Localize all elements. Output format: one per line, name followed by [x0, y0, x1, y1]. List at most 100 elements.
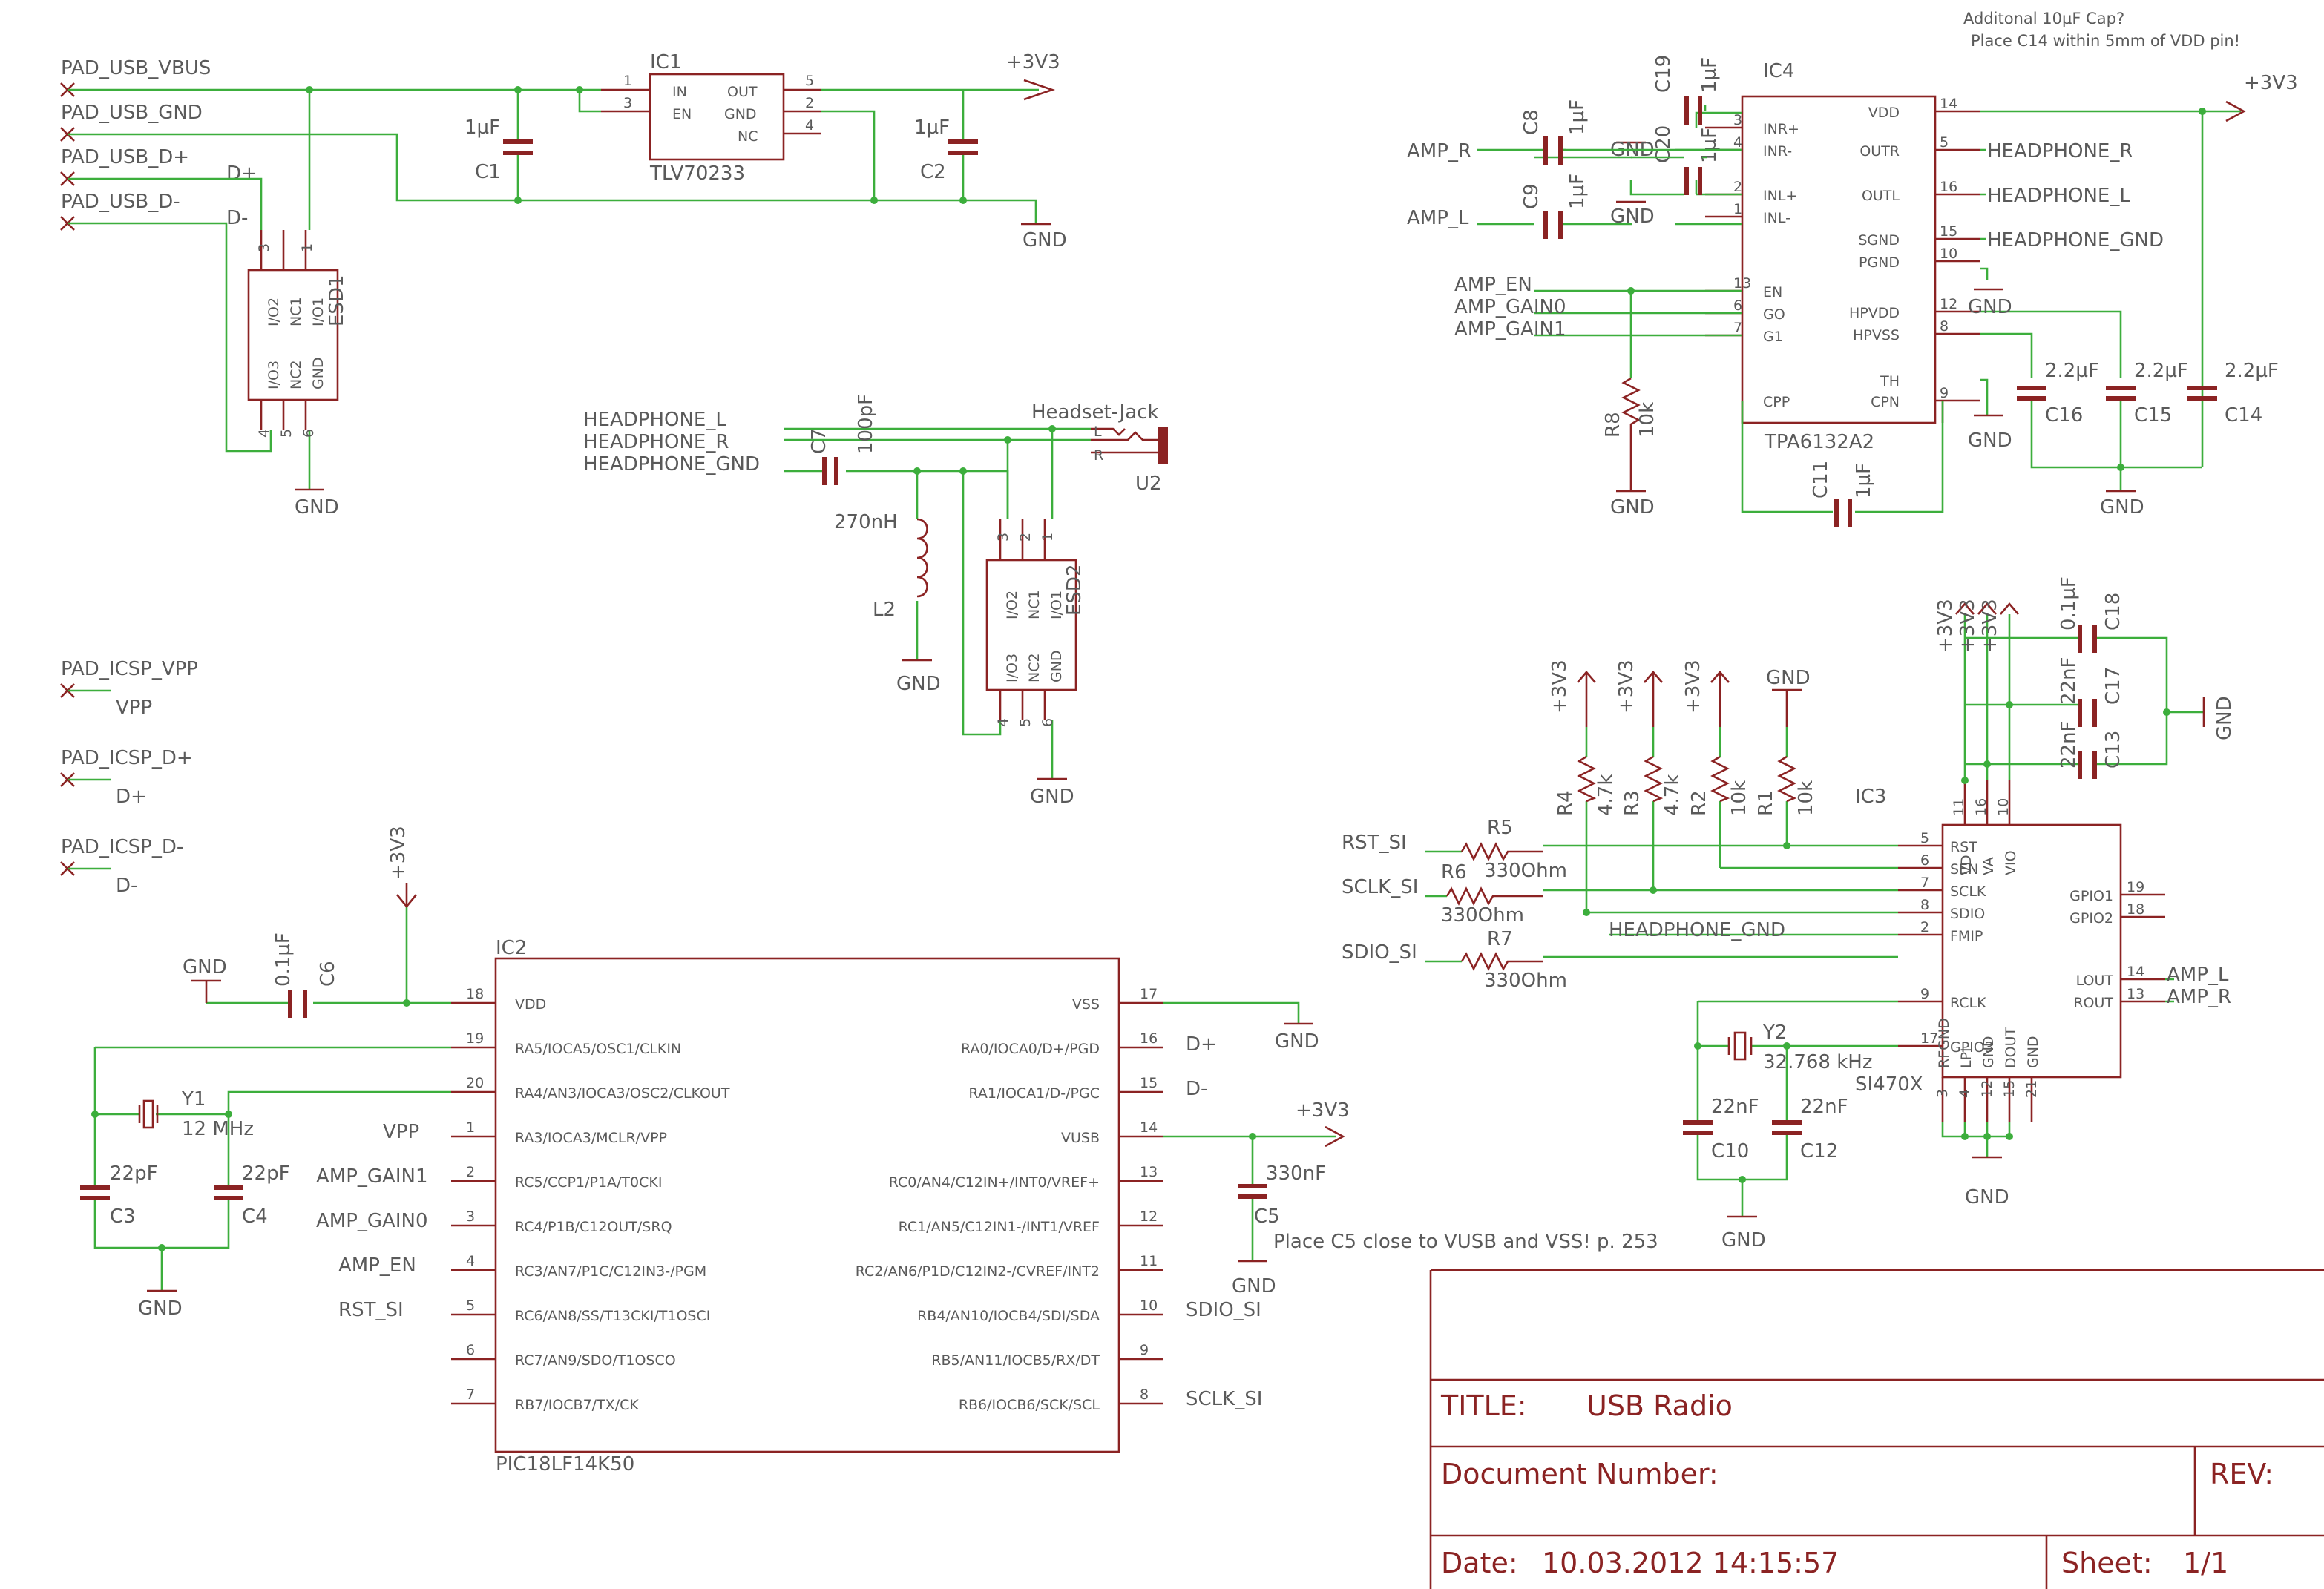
ic3-pin-label: GPIO1	[2069, 888, 2113, 904]
svg-text:1: 1	[299, 243, 315, 252]
ic3-pin-label: GPIO3	[1950, 1039, 1994, 1056]
ic4-pin-label: EN	[1763, 284, 1782, 300]
ic2-pin-num: 12	[1140, 1208, 1158, 1225]
title-value: USB Radio	[1586, 1389, 1733, 1422]
label: +3V3	[1296, 1099, 1350, 1122]
label: GND	[1048, 650, 1065, 682]
label: GND	[1968, 430, 2012, 452]
label: 1µF	[1853, 463, 1875, 499]
amplifier-ic4: IC4 TPA6132A2 3INR+4INR-2INL+1INL-13EN6G…	[1407, 10, 2298, 527]
label: C5	[1254, 1205, 1280, 1228]
label: 12 MHz	[182, 1118, 254, 1140]
label: C14	[2225, 404, 2262, 427]
label: +3V3	[1006, 51, 1060, 73]
ic2-pin-label: RC6/AN8/SS/T13CKI/T1OSCI	[515, 1308, 710, 1324]
sheet-value: 1/1	[2183, 1547, 2228, 1579]
label: 1µF	[465, 116, 500, 139]
label: 330nF	[1266, 1162, 1326, 1185]
ic4-pin-label: CPP	[1763, 394, 1790, 410]
ic2-pin-num: 1	[466, 1119, 475, 1136]
label: GND	[2213, 696, 2236, 740]
svg-text:14: 14	[2127, 964, 2144, 980]
label: D+	[116, 786, 147, 808]
ic2-pin-label: RB5/AN11/IOCB5/RX/DT	[931, 1352, 1100, 1369]
label: EN	[672, 106, 692, 122]
label: R2	[1688, 790, 1710, 816]
svg-text:8: 8	[1940, 318, 1949, 335]
ic3-name: IC3	[1855, 786, 1886, 808]
ic3-pin-label: VIO	[2003, 850, 2019, 875]
ic2-pin-label: RA3/IOCA3/MCLR/VPP	[515, 1130, 667, 1146]
label: C12	[1800, 1140, 1838, 1162]
ic3-pin-label: RST	[1950, 839, 1977, 855]
usb-pads: PAD_USB_VBUS PAD_USB_GND PAD_USB_D+ PAD_…	[60, 57, 1037, 490]
ic3-pin-label: GND	[2025, 1036, 2041, 1068]
u2-name: U2	[1135, 473, 1162, 495]
ic3-pin-label: GPIO2	[2069, 910, 2113, 927]
label: C13	[2102, 731, 2124, 769]
svg-text:1: 1	[1733, 201, 1742, 217]
ic2-pin-label: RC1/AN5/C12IN1-/INT1/VREF	[899, 1219, 1100, 1235]
label: 4.7k	[1661, 774, 1684, 816]
ic2-pin-num: 13	[1140, 1164, 1158, 1180]
ic3-pin-label: GND	[1980, 1036, 1997, 1068]
label: R5	[1487, 817, 1513, 839]
label: I/O2	[266, 297, 282, 326]
svg-text:1: 1	[1040, 533, 1056, 542]
label: C6	[317, 961, 339, 987]
svg-text:4: 4	[1733, 134, 1742, 151]
ic4-pin-label: VDD	[1868, 105, 1900, 121]
label: RST_SI	[338, 1299, 404, 1321]
ic2-pin-label: VUSB	[1061, 1130, 1100, 1146]
label: C16	[2045, 404, 2083, 427]
ic4-pin-label: GO	[1763, 306, 1785, 323]
ic2-pin-label: RC5/CCP1/P1A/T0CKI	[515, 1174, 662, 1191]
label: NC1	[1026, 590, 1043, 619]
label: GND	[1610, 496, 1655, 519]
svg-text:3: 3	[995, 533, 1011, 542]
ic2-pin-label: VSS	[1072, 996, 1100, 1013]
capacitor-c1: 1µF C1	[465, 116, 533, 183]
label: GND	[183, 956, 227, 978]
label: VPP	[383, 1121, 419, 1143]
label: GND	[310, 357, 326, 389]
label: 22nF	[2058, 720, 2080, 769]
pad-usb-vbus: PAD_USB_VBUS	[61, 57, 211, 79]
svg-text:17: 17	[1920, 1030, 1938, 1047]
label: VPP	[116, 697, 152, 719]
svg-text:14: 14	[1940, 96, 1957, 112]
label: R	[1094, 447, 1103, 464]
label: SDIO_SI	[1342, 941, 1417, 964]
label: C7	[808, 428, 830, 454]
headset-jack-section: HEADPHONE_L HEADPHONE_R HEADPHONE_GND C7…	[583, 394, 1168, 808]
ic3-pin-label: VD	[1958, 855, 1975, 875]
label: 1µF	[1698, 57, 1721, 93]
capacitor-c2: 1µF C2 GND	[914, 90, 1067, 251]
ic3-value: SI470X	[1855, 1073, 1923, 1096]
ic1-value: TLV70233	[649, 162, 745, 185]
svg-text:9: 9	[1940, 385, 1949, 401]
ic4-pin-label: SGND	[1858, 232, 1900, 249]
svg-text:6: 6	[1733, 297, 1742, 314]
label: AMP_GAIN0	[1454, 296, 1566, 318]
label: NC1	[288, 297, 304, 326]
label: NC2	[1026, 653, 1043, 682]
ic2-pin-num: 6	[466, 1342, 475, 1358]
ic3-pin-label: DOUT	[2003, 1027, 2019, 1068]
ic4-pin-label: OUTR	[1859, 143, 1900, 159]
label: I/O2	[1004, 590, 1020, 619]
label: +3V3	[1957, 599, 1979, 653]
ic2-pin-label: RA4/AN3/IOCA3/OSC2/CLKOUT	[515, 1085, 730, 1102]
svg-text:5: 5	[805, 73, 814, 89]
fm-tuner-ic3: IC3 SI470X 5RST6SEN7SCLK8SDIO2FMIP9RCLK1…	[1342, 576, 2236, 1251]
svg-text:2: 2	[1733, 179, 1742, 195]
label: 2.2µF	[2045, 360, 2099, 382]
label: 32.768 kHz	[1763, 1051, 1873, 1073]
label: GND	[896, 673, 941, 695]
rev-label: REV:	[2210, 1458, 2274, 1490]
label: IN	[672, 84, 687, 100]
u2-value: Headset-Jack	[1031, 401, 1159, 424]
ic2-pin-label: RA0/IOCA0/D+/PGD	[961, 1041, 1100, 1057]
label: 330Ohm	[1484, 970, 1567, 992]
ic3-pin-label: RFGND	[1936, 1018, 1952, 1068]
